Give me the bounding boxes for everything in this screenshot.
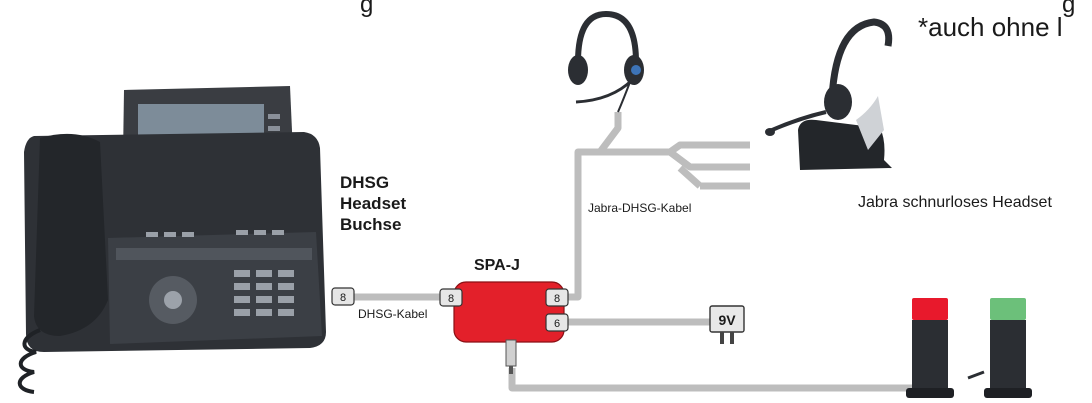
jabra-cable-branch <box>578 148 750 171</box>
handset-cord <box>17 328 41 394</box>
jabra-cable-stub <box>677 165 703 189</box>
wireless-headset-label: Jabra schnurloses Headset <box>858 194 1052 211</box>
phone-function-row <box>116 248 312 260</box>
busy-light-plug <box>967 370 985 380</box>
busy-light-red <box>906 298 954 398</box>
svg-text:8: 8 <box>554 293 560 305</box>
adapter-port-out-bottom: 6 <box>545 313 569 332</box>
phone-navigator-center <box>164 291 182 309</box>
jabra-cable-branch-upper <box>667 141 750 155</box>
jabra-cable-branch-lower <box>667 149 693 170</box>
busy-light-green <box>984 298 1032 398</box>
adapter-port-out-top: 8 <box>545 288 569 307</box>
socket-label-line3: Buchse <box>340 215 401 234</box>
headset-ear-left <box>568 55 588 85</box>
dhsg-cable-label: DHSG-Kabel <box>358 307 427 321</box>
jabra-cable-label: Jabra-DHSG-Kabel <box>588 201 691 215</box>
wireless-headset <box>765 18 893 170</box>
svg-text:8: 8 <box>340 292 346 304</box>
svg-text:6: 6 <box>554 318 560 330</box>
power-supply: 9V <box>709 305 745 344</box>
socket-label-line1: DHSG <box>340 173 389 192</box>
header-partial-left: g <box>360 0 373 18</box>
socket-label-line2: Headset <box>340 194 406 213</box>
headset-cord <box>617 81 631 113</box>
wireless-headband <box>828 18 893 99</box>
phone-key-strip <box>146 230 284 237</box>
phone-port-badge: 8 <box>331 287 355 306</box>
header-partial-right: *auch ohne l <box>918 12 1063 42</box>
adapter-port-in: 8 <box>439 288 463 307</box>
desk-phone <box>17 86 326 394</box>
adapter-jack-plug <box>505 339 517 367</box>
phone-handset <box>34 133 108 336</box>
adapter-name: SPA-J <box>474 257 520 274</box>
headset-band <box>575 10 639 63</box>
header-partial-right-tail: g <box>1062 0 1075 18</box>
cables <box>352 112 912 392</box>
spa-j-adapter: 8 8 6 <box>439 281 569 374</box>
headset-mic-boom <box>575 78 634 104</box>
busylight-cable-line <box>508 368 912 392</box>
svg-text:9V: 9V <box>718 312 736 328</box>
wireless-earpiece <box>824 84 852 120</box>
corded-headset <box>568 10 644 113</box>
svg-text:8: 8 <box>448 293 454 305</box>
phone-keypad <box>234 270 294 316</box>
